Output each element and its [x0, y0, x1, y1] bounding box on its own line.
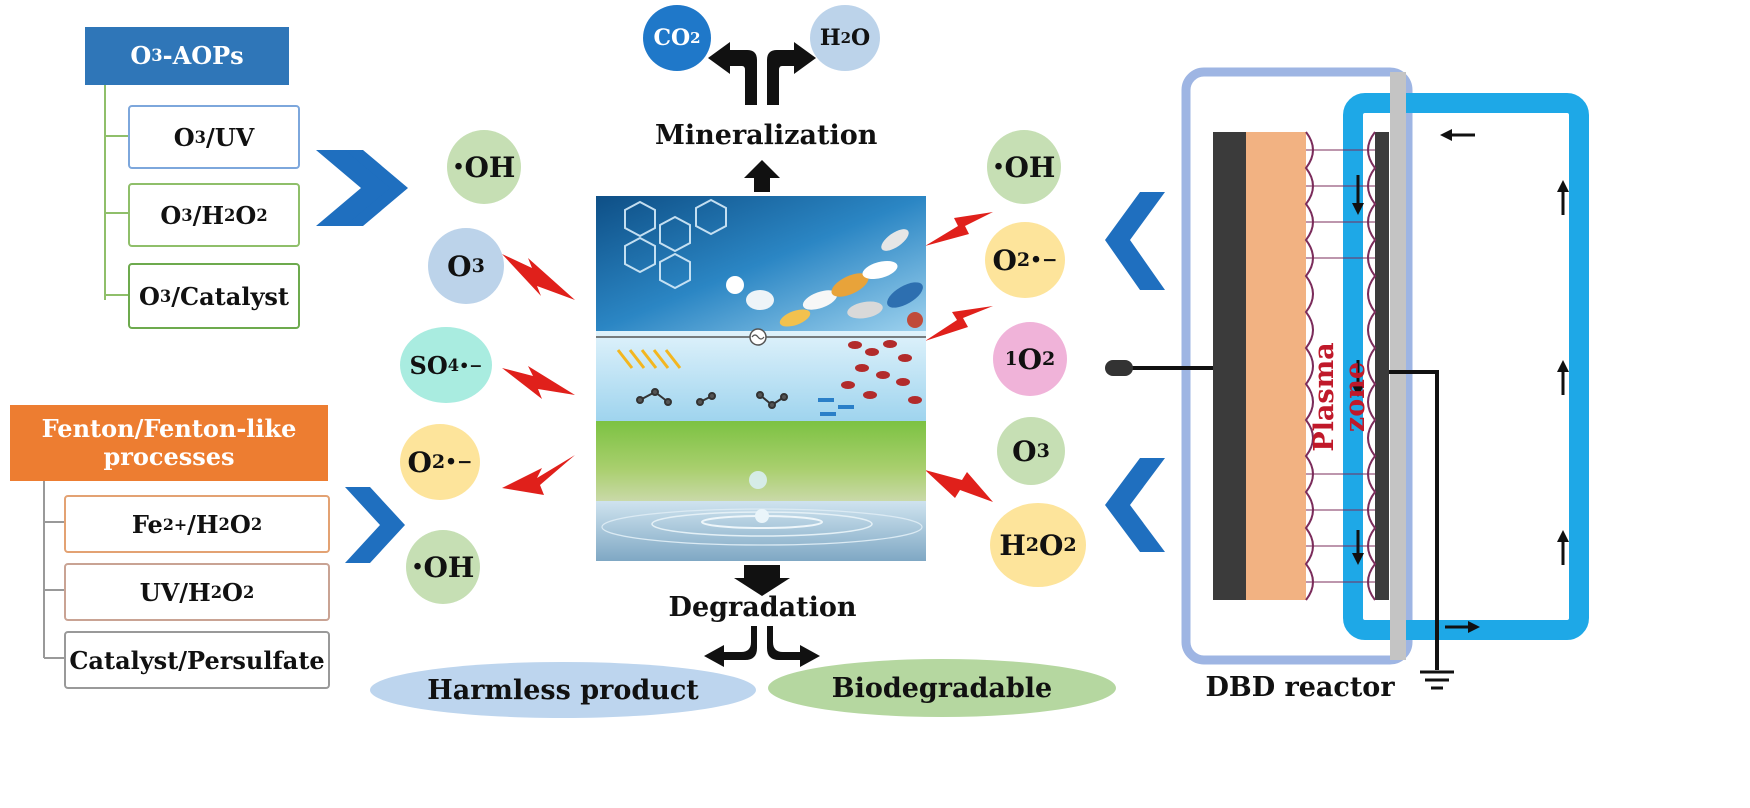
mineralization-arrow-icon: [708, 42, 816, 192]
plasma-zone-label: Plasma zone: [1309, 342, 1371, 452]
oh-radical-left-bottom: •OH: [406, 530, 480, 604]
ground-icon: [1420, 670, 1454, 690]
biodegradable-ellipse: Biodegradable: [768, 659, 1116, 717]
degradation-arrow-icon: [704, 565, 820, 667]
chevron-left-icon-top: [1105, 192, 1165, 290]
oh-radical-left-top: •OH: [447, 130, 521, 204]
chevron-left-icon-bottom: [1105, 458, 1165, 552]
fenton-header: Fenton/Fenton-like processes: [10, 405, 328, 481]
o3-tree-lines: [104, 84, 128, 300]
harmless-product-ellipse: Harmless product: [370, 662, 756, 718]
dbd-reactor: [1105, 67, 1589, 690]
degradation-label: Degradation: [668, 592, 857, 623]
lightning-icons: [502, 212, 993, 502]
central-photo: [596, 196, 926, 561]
chevron-right-icon-bottom: [345, 487, 405, 563]
chevron-right-icon-top: [316, 150, 408, 226]
oh-radical-right: •OH: [987, 130, 1061, 204]
dbd-reactor-caption: DBD reactor: [1205, 672, 1395, 703]
fenton-tree-lines: [43, 480, 64, 659]
catalyst-persulfate-box: Catalyst/Persulfate: [64, 631, 330, 689]
mineralization-label: Mineralization: [655, 120, 878, 151]
